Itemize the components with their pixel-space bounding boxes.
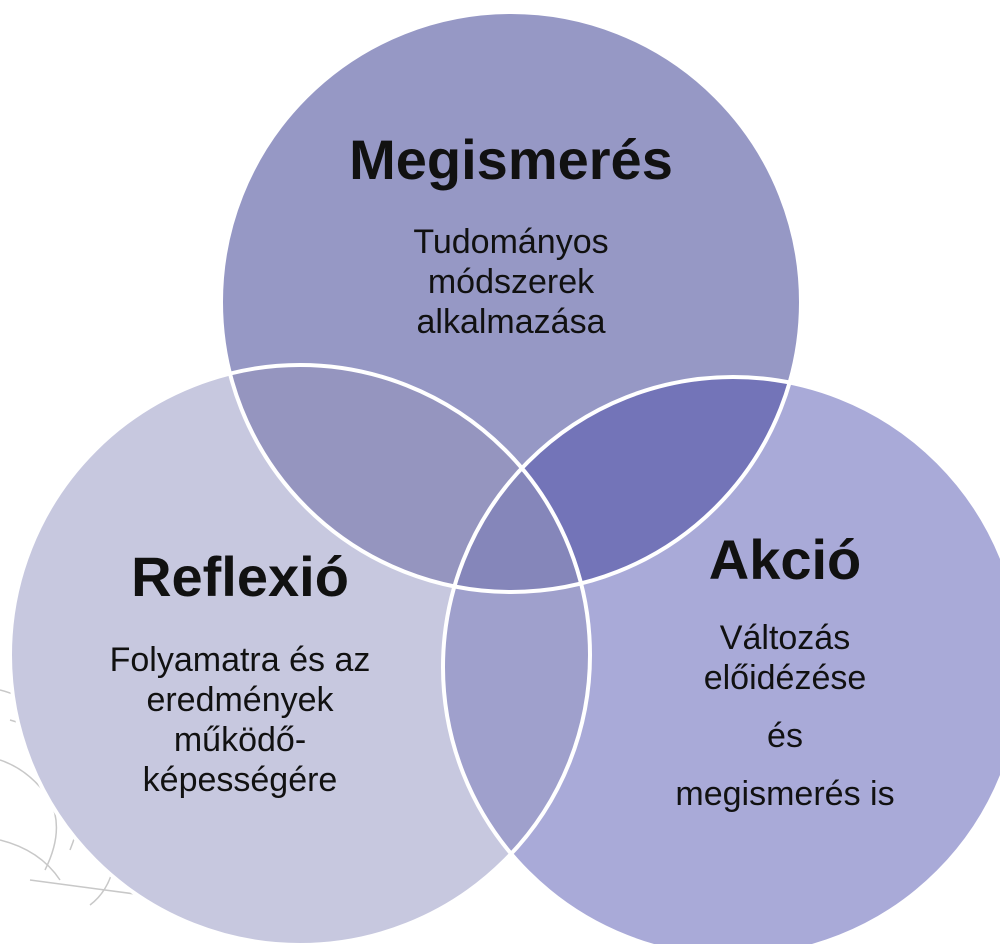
desc-reflexio: Folyamatra és az eredmények működő- képe…	[40, 640, 440, 800]
outline-left	[8, 363, 592, 944]
desc-line: alkalmazása	[416, 303, 606, 341]
outline-right	[441, 375, 1000, 944]
title-akcio: Akció	[708, 528, 862, 591]
desc-line: működő-	[173, 721, 307, 759]
desc-line: Tudományos	[413, 223, 609, 261]
sketch-stroke	[0, 839, 61, 881]
desc-line: és	[767, 717, 803, 755]
desc-line: előidézése	[703, 659, 867, 697]
desc-line: eredmények	[146, 681, 334, 719]
desc-megismeres: Tudományos módszerek alkalmazása	[331, 222, 691, 342]
desc-line: képességére	[142, 761, 338, 799]
desc-line: Változás	[719, 619, 851, 657]
title-reflexio: Reflexió	[131, 545, 349, 608]
title-megismeres: Megismerés	[349, 128, 673, 191]
desc-line: Folyamatra és az	[109, 641, 371, 679]
desc-akcio: Változás előidézése és megismerés is	[610, 618, 960, 814]
overlap-top-right	[443, 377, 801, 592]
overlap-top-left	[221, 365, 590, 592]
outline-top	[219, 10, 803, 594]
desc-line: módszerek	[427, 263, 595, 301]
desc-line: megismerés is	[675, 775, 895, 813]
